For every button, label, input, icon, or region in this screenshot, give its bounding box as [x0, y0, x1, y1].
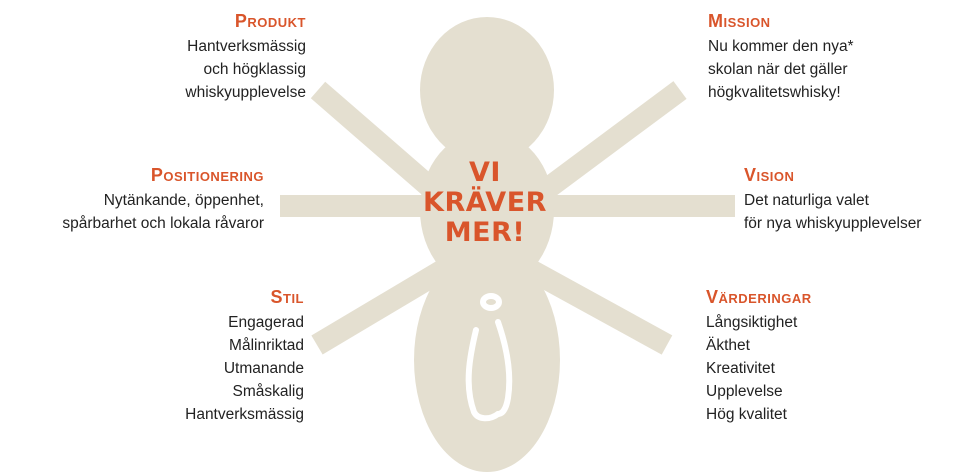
block-line: Det naturliga valet: [744, 192, 869, 209]
block-line: skolan när det gäller: [708, 61, 848, 78]
block-heading: Produkt: [234, 11, 306, 31]
block-heading: Vision: [744, 165, 795, 185]
block-line: whiskyupplevelse: [185, 84, 306, 101]
block-line: Hantverksmässig: [185, 406, 304, 423]
block-produkt: Produkt Hantverksmässig och högklassig w…: [185, 10, 306, 104]
center-slogan: Vi kräver mer!: [417, 158, 553, 248]
slogan-line: mer!: [444, 217, 526, 248]
block-line: Långsiktighet: [706, 314, 798, 331]
block-mission: Mission Nu kommer den nya* skolan när de…: [708, 10, 854, 104]
block-line: spårbarhet och lokala råvaror: [62, 215, 264, 232]
spider-head: [420, 17, 554, 163]
block-line: Utmanande: [223, 360, 304, 377]
block-line: Hög kvalitet: [706, 406, 787, 423]
block-line: Kreativitet: [706, 360, 775, 377]
block-line: för nya whiskyupplevelser: [744, 215, 922, 232]
block-stil: Stil Engagerad Målinriktad Utmanande Små…: [185, 286, 304, 426]
block-vision: Vision Det naturliga valet för nya whisk…: [744, 164, 921, 235]
block-line: Upplevelse: [706, 383, 783, 400]
block-line: Nytänkande, öppenhet,: [103, 192, 264, 209]
block-heading: Positionering: [150, 165, 264, 185]
block-line: Äkthet: [706, 337, 750, 354]
block-heading: Mission: [708, 11, 771, 31]
block-line: högkvalitetswhisky!: [708, 84, 841, 101]
spider-body: [420, 130, 554, 290]
slogan-line: Vi: [469, 157, 501, 188]
block-line: Nu kommer den nya*: [708, 38, 854, 55]
block-line: och högklassig: [203, 61, 306, 78]
block-line: Hantverksmässig: [187, 38, 306, 55]
block-positionering: Positionering Nytänkande, öppenhet, spår…: [62, 164, 264, 235]
block-varderingar: Värderingar Långsiktighet Äkthet Kreativ…: [706, 286, 812, 426]
block-heading: Stil: [270, 287, 304, 307]
slogan-line: kräver: [423, 187, 547, 218]
person-silhouette-icon: [465, 293, 513, 422]
block-line: Målinriktad: [229, 337, 304, 354]
block-heading: Värderingar: [706, 287, 812, 307]
block-line: Småskalig: [232, 383, 305, 400]
spider-abdomen: [414, 248, 560, 472]
block-line: Engagerad: [228, 314, 304, 331]
